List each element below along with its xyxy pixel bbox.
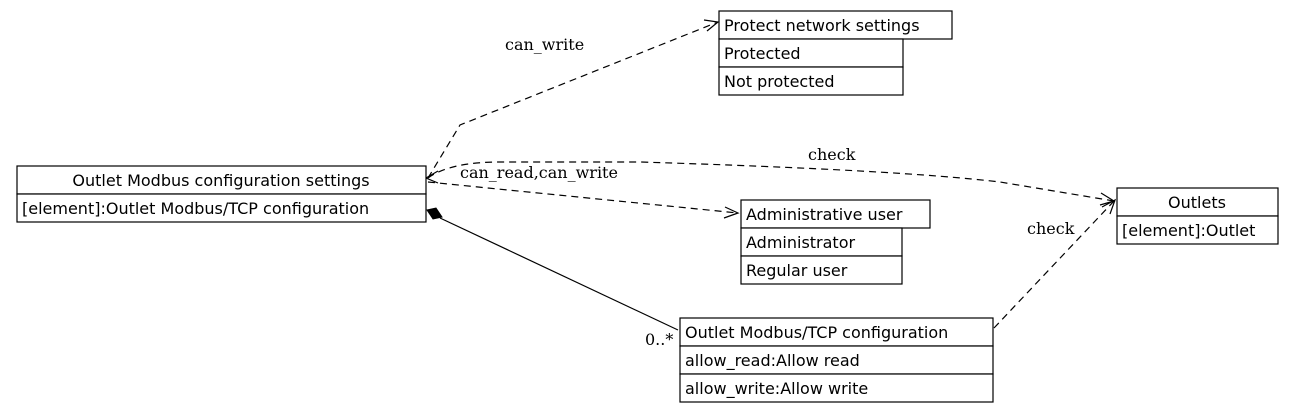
edge-check-bottom <box>993 199 1116 329</box>
node-title: Protect network settings <box>724 16 920 35</box>
edge-label-multiplicity: 0..* <box>645 330 673 349</box>
edge-can-read-write-tail-arrow <box>424 170 439 184</box>
edge-can-write-arrowhead <box>703 19 720 32</box>
node-row: [element]:Outlet <box>1122 221 1255 240</box>
node-row: Not protected <box>724 72 834 91</box>
node-row: [element]:Outlet Modbus/TCP configuratio… <box>22 199 369 218</box>
node-row: allow_write:Allow write <box>685 379 868 399</box>
node-row: Regular user <box>746 261 848 280</box>
node-title: Outlet Modbus configuration settings <box>72 171 369 190</box>
node-row: Protected <box>724 44 801 63</box>
edge-label-check-bottom: check <box>1027 219 1075 238</box>
edge-label-can-read-write: can_read,can_write <box>460 163 618 182</box>
composition-diamond <box>426 207 443 220</box>
edge-check-bottom-arrowhead <box>1101 198 1117 215</box>
edge-check-top <box>427 161 1115 202</box>
node-outlet-modbus-tcp-configuration: Outlet Modbus/TCP configuration allow_re… <box>679 317 994 403</box>
edge-composition <box>439 217 679 331</box>
node-outlets: Outlets [element]:Outlet <box>1116 187 1279 245</box>
node-protect-network-settings: Protect network settings Protected Not p… <box>718 10 953 96</box>
node-row: Administrator <box>746 233 855 252</box>
edge-can-write <box>427 21 719 179</box>
node-administrative-user: Administrative user Administrator Regula… <box>740 199 931 285</box>
edge-label-check-top: check <box>808 145 856 164</box>
node-title: Outlet Modbus/TCP configuration <box>685 323 948 342</box>
node-title: Outlets <box>1168 193 1226 212</box>
node-title: Administrative user <box>746 205 903 224</box>
edge-can-read-write <box>427 181 739 214</box>
node-outlet-modbus-configuration-settings: Outlet Modbus configuration settings [el… <box>16 165 427 223</box>
node-row: allow_read:Allow read <box>685 351 860 371</box>
edge-can-read-write-arrowhead <box>723 206 740 219</box>
edge-label-can-write: can_write <box>505 35 584 54</box>
